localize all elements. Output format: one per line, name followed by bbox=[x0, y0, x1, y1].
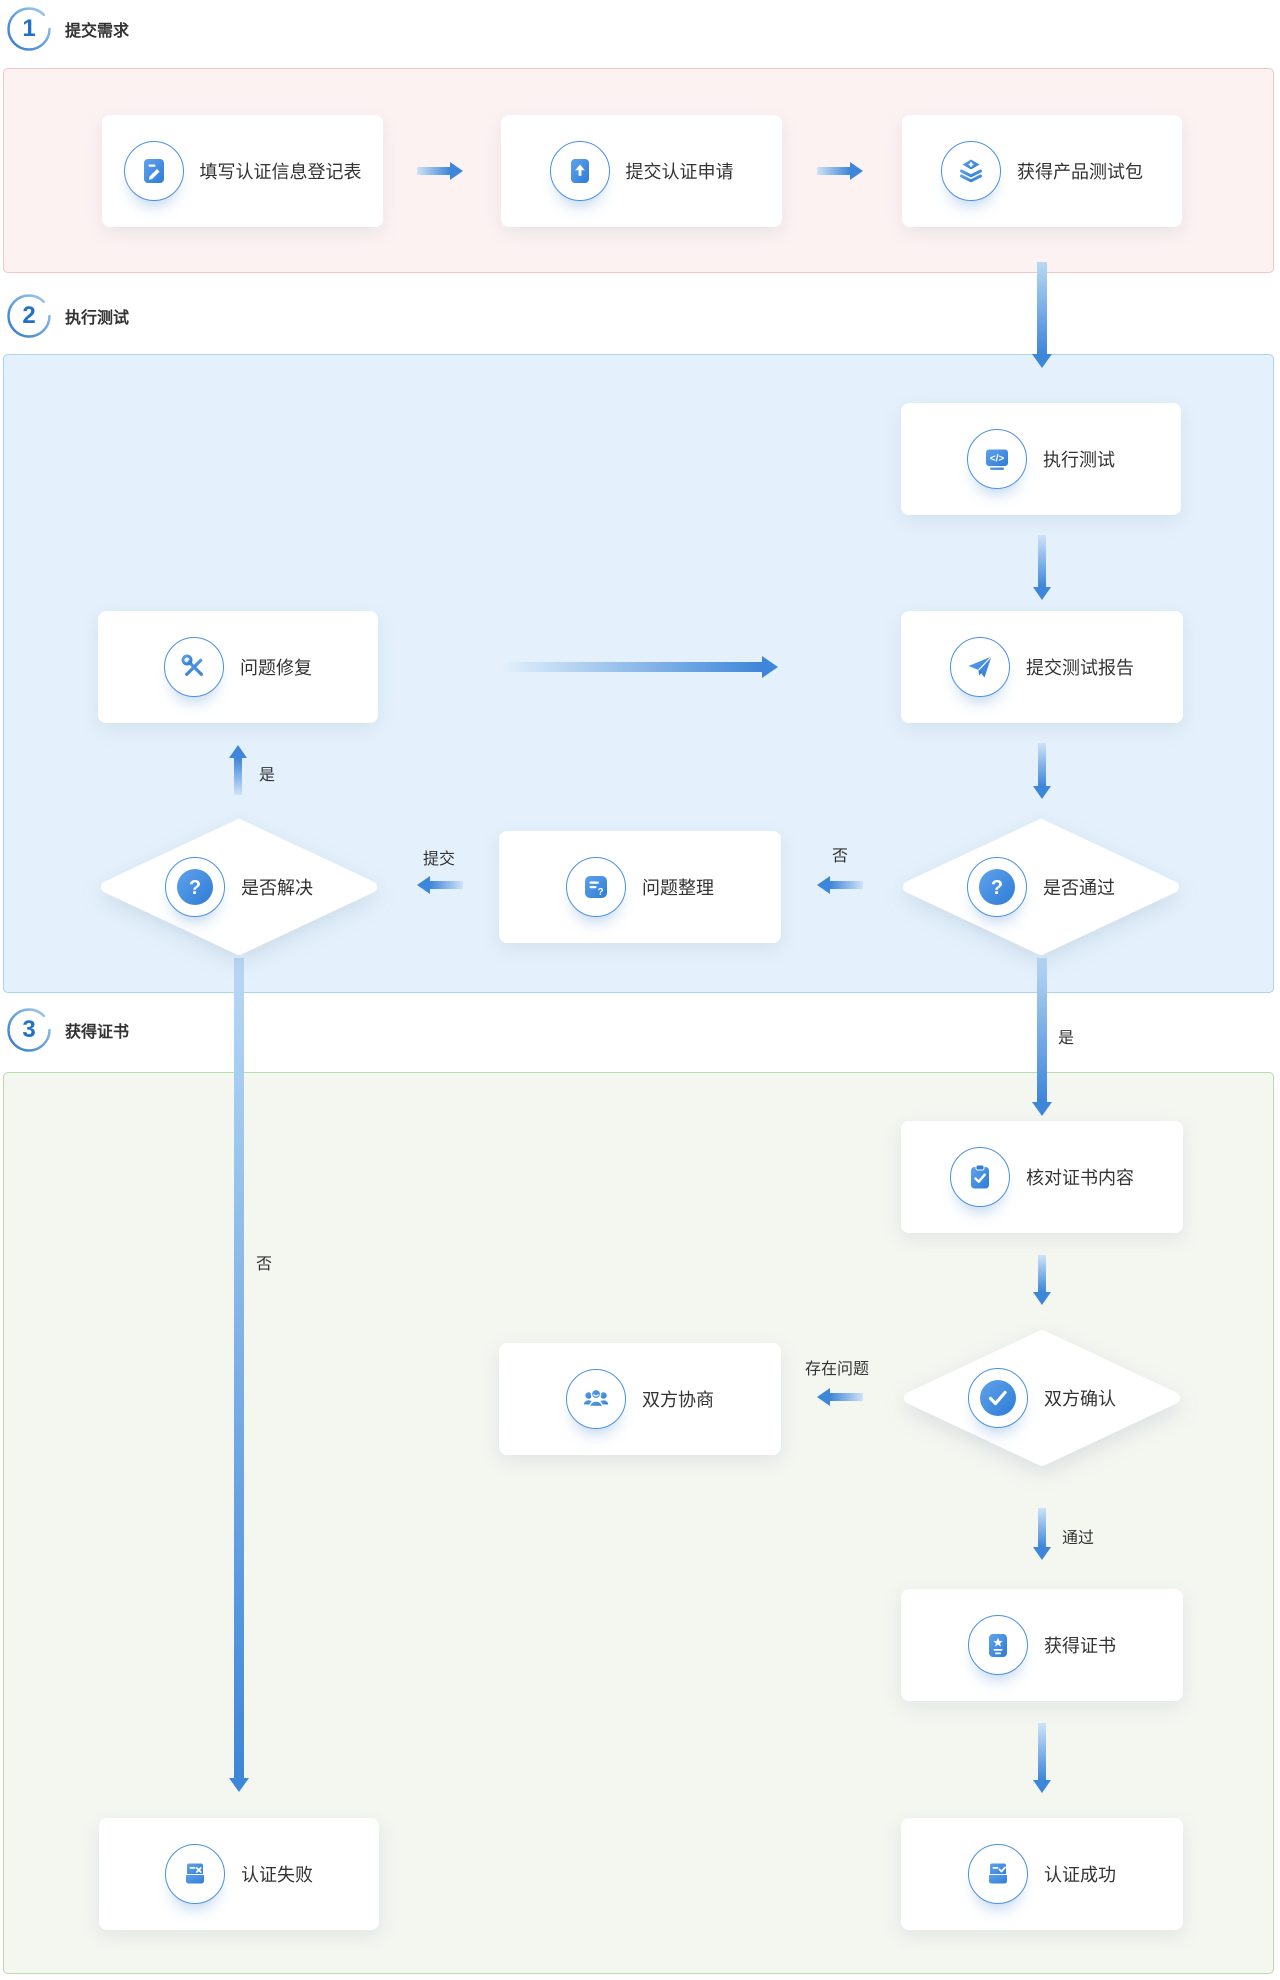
edge-label-submit: 提交 bbox=[423, 851, 456, 868]
note-question-icon: ? bbox=[566, 857, 626, 917]
node-label: 是否解决 bbox=[241, 878, 313, 898]
node-get-test-pkg: 获得产品测试包 bbox=[902, 115, 1182, 227]
node-label: 提交测试报告 bbox=[1026, 658, 1134, 678]
node-issue-resolved: ? 是否解决 bbox=[99, 817, 379, 957]
arrow-fill-to-apply bbox=[417, 162, 463, 180]
node-label: 核对证书内容 bbox=[1026, 1168, 1134, 1188]
people-group-icon bbox=[566, 1369, 626, 1429]
arrow-runtest-to-report bbox=[1033, 535, 1051, 600]
node-label: 获得产品测试包 bbox=[1017, 162, 1143, 182]
step2-number: 2 bbox=[22, 302, 36, 329]
edge-label-pass: 通过 bbox=[1062, 1530, 1095, 1547]
node-pass-check: ? 是否通过 bbox=[901, 817, 1181, 957]
edit-document-icon bbox=[123, 141, 184, 201]
node-label: 提交认证申请 bbox=[625, 162, 734, 182]
node-label: 双方确认 bbox=[1044, 1389, 1116, 1409]
arrow-verify-to-confirm bbox=[1033, 1255, 1051, 1305]
edge-label-no: 否 bbox=[832, 848, 849, 865]
node-fill-form: 填写认证信息登记表 bbox=[102, 115, 383, 227]
node-label: 认证成功 bbox=[1044, 1865, 1116, 1885]
node-label: 获得证书 bbox=[1044, 1636, 1116, 1656]
edge-label-yes: 是 bbox=[259, 767, 276, 784]
node-issue-fix: 问题修复 bbox=[98, 611, 378, 723]
step1-number-badge: 1 bbox=[6, 6, 52, 52]
node-negotiate: 双方协商 bbox=[499, 1343, 781, 1455]
node-cert-success: 认证成功 bbox=[901, 1818, 1183, 1930]
node-label: 认证失败 bbox=[241, 1865, 313, 1885]
paper-plane-icon bbox=[950, 637, 1010, 697]
section2-header: 2 执行测试 bbox=[6, 293, 129, 339]
svg-text:</>: </> bbox=[990, 454, 1005, 465]
doc-success-icon bbox=[968, 1844, 1028, 1904]
node-label: 填写认证信息登记表 bbox=[199, 162, 362, 182]
clipboard-check-icon bbox=[950, 1147, 1010, 1207]
arrow-passcheck-to-verify bbox=[1032, 958, 1052, 1116]
node-submit-report: 提交测试报告 bbox=[901, 611, 1183, 723]
arrow-sort-to-resolved bbox=[417, 876, 463, 894]
node-run-test: </> 执行测试 bbox=[901, 403, 1181, 515]
step2-number-badge: 2 bbox=[6, 293, 52, 339]
node-submit-apply: 提交认证申请 bbox=[501, 115, 782, 227]
upload-file-icon bbox=[549, 141, 610, 201]
node-cert-fail: 认证失败 bbox=[99, 1818, 379, 1930]
node-both-confirm: 双方确认 bbox=[902, 1328, 1182, 1468]
section1-title: 提交需求 bbox=[65, 23, 130, 40]
arrow-pkg-to-runtest bbox=[1032, 262, 1052, 368]
question-circle-icon: ? bbox=[967, 857, 1027, 917]
node-verify-cert: 核对证书内容 bbox=[901, 1121, 1183, 1233]
edge-label-exist-problem: 存在问题 bbox=[805, 1361, 870, 1378]
step1-number: 1 bbox=[22, 15, 36, 42]
node-get-cert: 获得证书 bbox=[901, 1589, 1183, 1701]
arrow-resolved-to-fail bbox=[229, 958, 249, 1792]
arrow-fix-to-report bbox=[500, 656, 778, 678]
edge-label-no: 否 bbox=[256, 1256, 273, 1273]
section3-header: 3 获得证书 bbox=[6, 1007, 129, 1053]
arrow-apply-to-pkg bbox=[817, 162, 863, 180]
arrow-passcheck-to-sort bbox=[817, 876, 863, 894]
section3-title: 获得证书 bbox=[65, 1024, 130, 1041]
certificate-icon bbox=[968, 1615, 1028, 1675]
section1-header: 1 提交需求 bbox=[6, 6, 129, 52]
svg-text:?: ? bbox=[597, 887, 603, 898]
arrow-resolved-to-fix bbox=[229, 745, 247, 795]
node-label: 问题整理 bbox=[642, 878, 714, 898]
step3-number: 3 bbox=[22, 1016, 36, 1043]
svg-text:?: ? bbox=[991, 877, 1003, 899]
layers-plus-icon bbox=[941, 141, 1001, 201]
section2-title: 执行测试 bbox=[65, 310, 130, 327]
svg-text:?: ? bbox=[189, 877, 201, 899]
node-label: 双方协商 bbox=[642, 1390, 714, 1410]
edge-label-yes: 是 bbox=[1058, 1030, 1075, 1047]
arrow-confirm-to-negotiate bbox=[817, 1388, 863, 1406]
code-monitor-icon: </> bbox=[967, 429, 1027, 489]
node-label: 问题修复 bbox=[240, 658, 312, 678]
arrow-getcert-to-success bbox=[1033, 1723, 1051, 1793]
node-label: 执行测试 bbox=[1043, 450, 1115, 470]
arrow-report-to-passcheck bbox=[1033, 743, 1051, 799]
step3-number-badge: 3 bbox=[6, 1007, 52, 1053]
node-issue-sort: ? 问题整理 bbox=[499, 831, 781, 943]
doc-fail-icon bbox=[165, 1844, 225, 1904]
check-circle-icon bbox=[968, 1368, 1028, 1428]
arrow-confirm-to-getcert bbox=[1033, 1508, 1051, 1560]
node-label: 是否通过 bbox=[1043, 878, 1115, 898]
question-circle-icon: ? bbox=[165, 857, 225, 917]
tools-icon bbox=[164, 637, 224, 697]
